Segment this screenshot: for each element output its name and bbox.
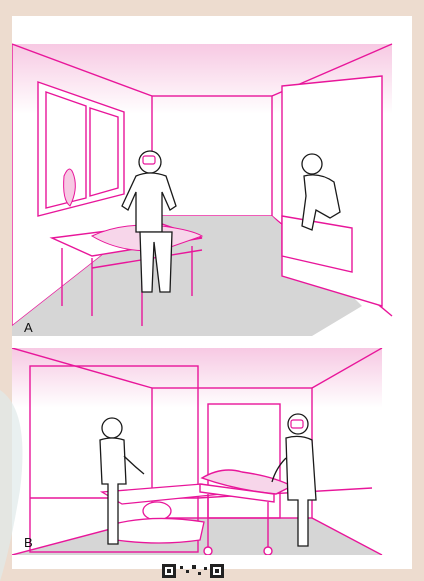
panel-a-room-illustration: A — [12, 16, 412, 346]
panel-label: A — [24, 321, 33, 334]
figure-sheet: A — [12, 16, 412, 569]
qr-code-icon — [162, 564, 282, 578]
panel-a-drawing — [12, 16, 412, 346]
decorative-background-shape — [0, 360, 40, 581]
panel-b-drawing — [12, 348, 412, 555]
panel-b-room-illustration: B — [12, 348, 412, 555]
